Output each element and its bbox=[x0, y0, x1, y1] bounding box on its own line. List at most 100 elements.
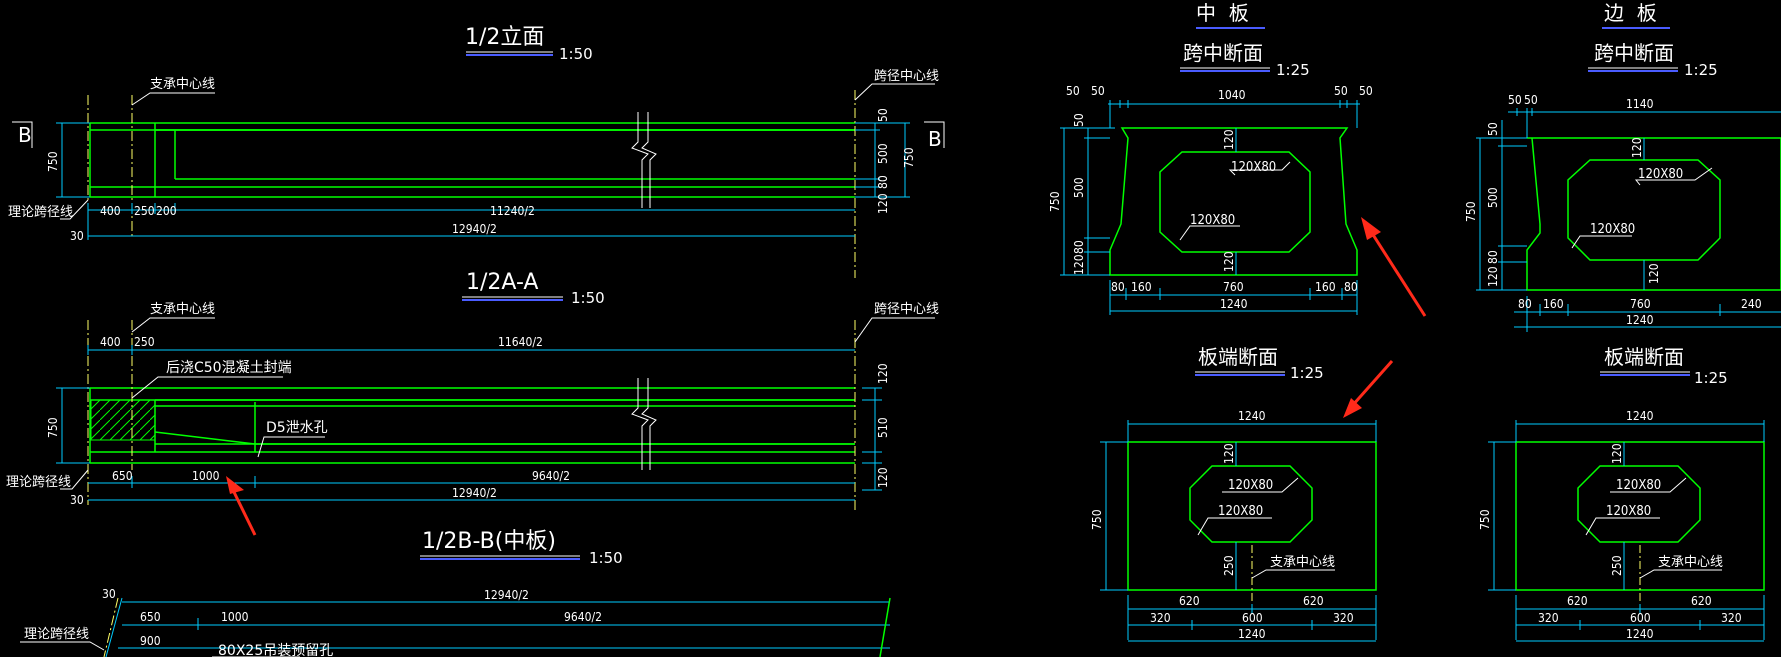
dim-250: 250 bbox=[134, 204, 155, 218]
edge-end-dim-620b: 620 bbox=[1691, 594, 1712, 608]
mid-midspan-chamfer-bottom: 120X80 bbox=[1190, 213, 1235, 228]
red-arrow-midspan bbox=[1361, 217, 1427, 317]
edge-plate-end: 板端断面 1:25 120X80 120X80 支承中心线 bbox=[1478, 345, 1765, 642]
span-centerline-label: 跨径中心线 bbox=[874, 69, 939, 84]
aa-dim-r120b: 120 bbox=[876, 467, 890, 488]
drain-hole-label: D5泄水孔 bbox=[266, 420, 328, 436]
mid-dim-500: 500 bbox=[1072, 177, 1086, 198]
edge-end-dim-750: 750 bbox=[1478, 509, 1492, 530]
mid-dim-b80b: 80 bbox=[1344, 280, 1358, 294]
aa-dim-12940: 12940/2 bbox=[452, 486, 497, 500]
edge-dim-b160: 160 bbox=[1543, 297, 1564, 311]
dim-right-120: 120 bbox=[876, 193, 890, 214]
section-bb-scale: 1:50 bbox=[589, 549, 623, 567]
mid-midspan-scale: 1:25 bbox=[1276, 61, 1310, 79]
mid-dim-750: 750 bbox=[1048, 191, 1062, 212]
edge-end-dim-320b: 320 bbox=[1721, 611, 1742, 625]
edge-midspan-outline bbox=[1526, 137, 1781, 291]
dim-12940: 12940/2 bbox=[452, 222, 497, 236]
mid-plate-midspan: 中 板 跨中断面 1:25 120X80 120X80 bbox=[1048, 1, 1373, 315]
dim-right-80: 80 bbox=[876, 175, 890, 189]
hatch-seal-end bbox=[90, 399, 156, 441]
bb-dim-900: 900 bbox=[140, 634, 161, 648]
aa-theory-span-label: 理论跨径线 bbox=[6, 475, 71, 490]
edge-end-chamfer-top: 120X80 bbox=[1616, 478, 1661, 493]
edge-dim-top50a: 50 bbox=[1508, 93, 1522, 107]
elevation-dim-lines bbox=[56, 122, 910, 240]
mid-dim-inner120top: 120 bbox=[1222, 129, 1236, 150]
theory-span-label: 理论跨径线 bbox=[8, 205, 73, 220]
edge-dim-inner120bot: 120 bbox=[1647, 263, 1661, 284]
seal-end-label: 后浇C50混凝土封端 bbox=[166, 360, 292, 376]
aa-dim-11640: 11640/2 bbox=[498, 335, 543, 349]
mid-dim-b160a: 160 bbox=[1131, 280, 1152, 294]
elevation-title: 1/2立面 bbox=[465, 25, 544, 50]
bb-dim-30: 30 bbox=[102, 587, 116, 601]
edge-midspan-title: 跨中断面 bbox=[1594, 41, 1674, 65]
mid-end-dim-1240-bottom: 1240 bbox=[1238, 627, 1266, 641]
edge-plate-midspan: 边 板 跨中断面 1:25 120X80 120X80 bbox=[1464, 1, 1781, 332]
mid-plate-header: 中 板 bbox=[1196, 1, 1249, 25]
aa-dim-r510: 510 bbox=[876, 417, 890, 438]
mid-end-dim-250: 250 bbox=[1222, 555, 1236, 576]
aa-dim-750: 750 bbox=[46, 417, 60, 438]
aa-dim-30: 30 bbox=[70, 493, 84, 507]
section-aa-title: 1/2A-A bbox=[466, 270, 538, 295]
dim-right-50: 50 bbox=[876, 108, 890, 122]
mid-end-dim-620b: 620 bbox=[1303, 594, 1324, 608]
aa-dim-250: 250 bbox=[134, 335, 155, 349]
mid-end-dim-1240-top: 1240 bbox=[1238, 409, 1266, 423]
mid-end-chamfer-bottom: 120X80 bbox=[1218, 504, 1263, 519]
edge-dim-500: 500 bbox=[1486, 187, 1500, 208]
edge-dim-inner120top: 120 bbox=[1630, 137, 1644, 158]
edge-end-dim-1240-bottom: 1240 bbox=[1626, 627, 1654, 641]
mid-midspan-title: 跨中断面 bbox=[1183, 41, 1263, 65]
aa-dim-9640: 9640/2 bbox=[532, 469, 570, 483]
dim-750: 750 bbox=[46, 151, 60, 172]
mid-dim-80: 80 bbox=[1072, 240, 1086, 254]
edge-dim-b80: 80 bbox=[1518, 297, 1532, 311]
edge-dim-80: 80 bbox=[1486, 250, 1500, 264]
mid-end-dim-320a: 320 bbox=[1150, 611, 1171, 625]
edge-dim-1140: 1140 bbox=[1626, 97, 1654, 111]
mid-dim-top50b: 50 bbox=[1091, 84, 1105, 98]
dim-11240: 11240/2 bbox=[490, 204, 535, 218]
mid-dim-inner120bot: 120 bbox=[1222, 251, 1236, 272]
mid-plate-end: 板端断面 1:25 120X80 120X80 支承中心线 bbox=[1090, 345, 1377, 642]
dim-200: 200 bbox=[156, 204, 177, 218]
dim-400: 400 bbox=[100, 204, 121, 218]
mid-end-dim-120: 120 bbox=[1222, 443, 1236, 464]
edge-end-dim-320a: 320 bbox=[1538, 611, 1559, 625]
edge-end-dim-1240-top: 1240 bbox=[1626, 409, 1654, 423]
mid-dim-b1240: 1240 bbox=[1220, 297, 1248, 311]
aa-dim-r120a: 120 bbox=[876, 363, 890, 384]
edge-dim-b240: 240 bbox=[1741, 297, 1762, 311]
mid-end-dim-620a: 620 bbox=[1179, 594, 1200, 608]
edge-end-dim-620a: 620 bbox=[1567, 594, 1588, 608]
dim-30: 30 bbox=[70, 229, 84, 243]
section-aa-outline bbox=[89, 387, 855, 464]
mid-end-chamfer-top: 120X80 bbox=[1228, 478, 1273, 493]
edge-plate-header: 边 板 bbox=[1604, 1, 1657, 25]
mid-dim-1040: 1040 bbox=[1218, 88, 1246, 102]
bb-theory-span-label: 理论跨径线 bbox=[24, 627, 89, 642]
mid-dim-top50a: 50 bbox=[1066, 84, 1080, 98]
mid-end-hollow bbox=[1189, 465, 1313, 543]
mid-dim-top50c: 50 bbox=[1334, 84, 1348, 98]
edge-dim-b760: 760 bbox=[1630, 297, 1651, 311]
mid-end-dim-320b: 320 bbox=[1333, 611, 1354, 625]
lifting-hole-label: 80X25吊装预留孔 bbox=[218, 643, 333, 657]
edge-end-chamfer-bottom: 120X80 bbox=[1606, 504, 1651, 519]
edge-end-scale: 1:25 bbox=[1694, 369, 1728, 387]
edge-dim-50: 50 bbox=[1486, 122, 1500, 136]
mid-midspan-outline bbox=[1109, 127, 1358, 276]
edge-end-dim-120: 120 bbox=[1610, 443, 1624, 464]
mid-dim-50: 50 bbox=[1072, 113, 1086, 127]
aa-dim-400: 400 bbox=[100, 335, 121, 349]
break-symbol bbox=[631, 112, 657, 208]
mid-dim-b760: 760 bbox=[1223, 280, 1244, 294]
mid-dim-top50d: 50 bbox=[1359, 84, 1373, 98]
elevation-outline bbox=[89, 122, 855, 198]
edge-end-title: 板端断面 bbox=[1604, 345, 1684, 369]
